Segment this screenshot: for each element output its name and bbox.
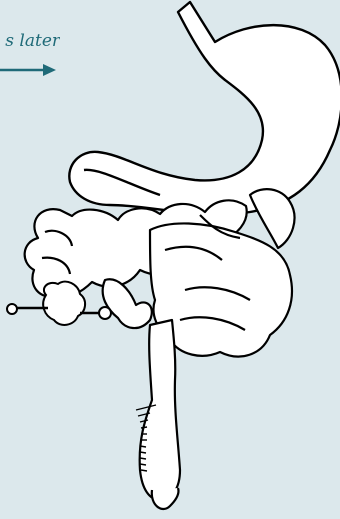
annotation-text: s later (0, 31, 60, 51)
